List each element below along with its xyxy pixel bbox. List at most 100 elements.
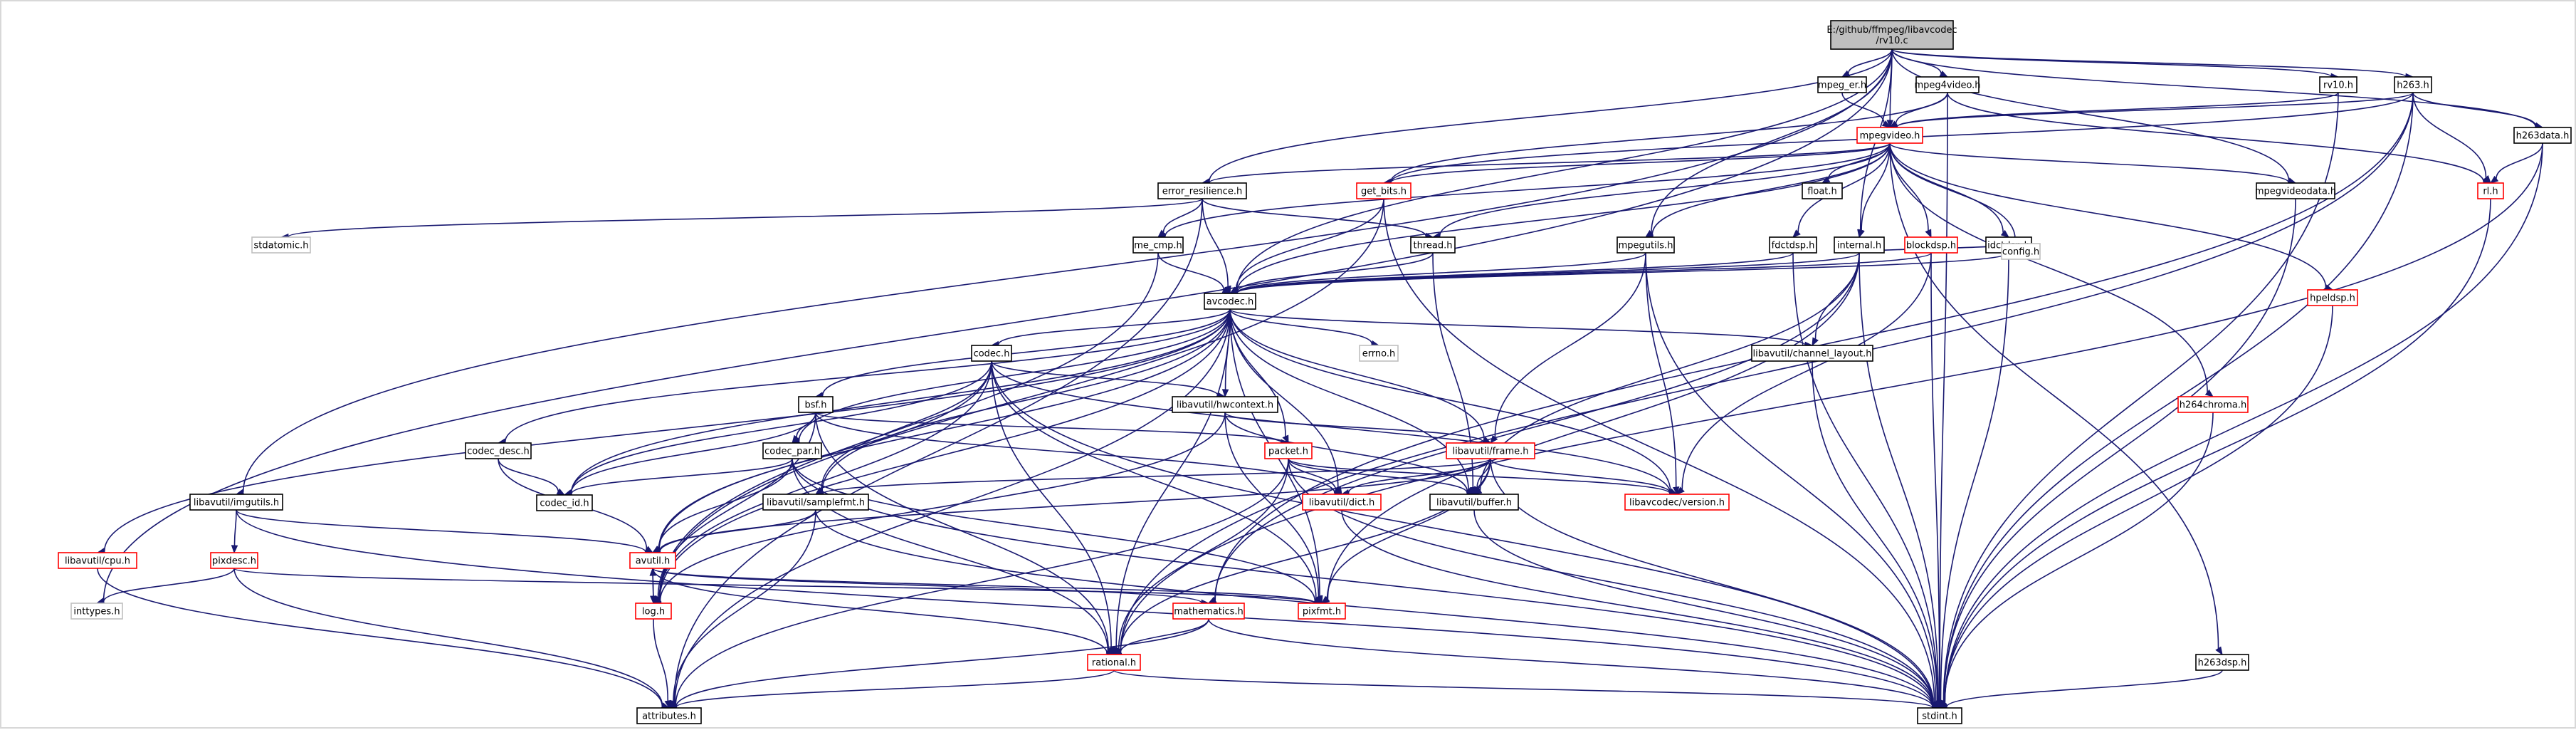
node-label: codec.h — [974, 349, 1010, 360]
node-stdint[interactable]: stdint.h — [1917, 707, 1962, 724]
node-dict[interactable]: libavutil/dict.h — [1302, 494, 1382, 511]
node-h263[interactable]: h263.h — [2394, 76, 2432, 93]
edge-mpegutils-to-version — [1645, 252, 1680, 496]
node-me-cmp[interactable]: me_cmp.h — [1132, 236, 1184, 254]
node-box — [1830, 20, 1954, 50]
edge-line — [658, 458, 793, 549]
node-box — [2195, 654, 2249, 671]
edge-line — [815, 412, 1335, 494]
node-hwcontext[interactable]: libavutil/hwcontext.h — [1172, 396, 1278, 413]
node-packet[interactable]: packet.h — [1264, 442, 1313, 459]
node-config[interactable]: config.h — [2001, 243, 2041, 260]
node-avcodec[interactable]: avcodec.h — [1204, 293, 1256, 310]
node-imgutils[interactable]: libavutil/imgutils.h — [189, 494, 283, 511]
node-box — [70, 603, 123, 620]
node-version[interactable]: libavcodec/version.h — [1624, 494, 1730, 511]
edge-avcodec-to-cpu — [96, 308, 1231, 555]
node-mpegvideodata[interactable]: mpegvideodata.h — [2255, 182, 2336, 199]
edge-arrowhead — [2204, 389, 2214, 397]
node-mathematics[interactable]: mathematics.h — [1172, 603, 1245, 620]
edge-line — [1947, 92, 2484, 182]
edge-line — [1229, 308, 1806, 346]
node-rational[interactable]: rational.h — [1087, 654, 1141, 671]
edge-line — [1209, 142, 1891, 184]
edge-h263-to-mpegvideo — [1888, 92, 2414, 131]
node-box — [798, 396, 834, 413]
node-h264chroma[interactable]: h264chroma.h — [2177, 396, 2249, 413]
node-internal[interactable]: internal.h — [1834, 236, 1885, 254]
node-chlayout[interactable]: libavutil/channel_layout.h — [1751, 345, 1873, 362]
node-bsf[interactable]: bsf.h — [798, 396, 834, 413]
node-thread[interactable]: thread.h — [1410, 236, 1456, 254]
edge-avcodec-to-version — [1229, 308, 1678, 495]
node-root[interactable]: E:/github/ffmpeg/libavcodec/rv10.c — [1826, 20, 1957, 50]
node-mpegutils[interactable]: mpegutils.h — [1616, 236, 1675, 254]
edge-h263-to-stdint — [1939, 92, 2414, 709]
node-box — [1834, 236, 1885, 254]
node-pixdesc[interactable]: pixdesc.h — [210, 552, 258, 569]
node-h263data[interactable]: h263data.h — [2513, 127, 2572, 144]
edge-codec_par-to-rational — [792, 458, 1115, 655]
edge-mpegvideo-to-hpeldsp — [1889, 142, 2334, 291]
node-box — [2256, 182, 2335, 199]
edge-arrowhead — [2215, 646, 2223, 656]
edge-arrowhead — [1672, 486, 1680, 496]
node-frame[interactable]: libavutil/frame.h — [1446, 442, 1535, 459]
node-get-bits[interactable]: get_bits.h — [1356, 182, 1411, 199]
node-rv10h[interactable]: rv10.h — [2319, 76, 2357, 93]
node-codec-par[interactable]: codec_par.h — [762, 442, 822, 459]
edge-line — [652, 568, 1108, 654]
node-mpeg-er[interactable]: mpeg_er.h — [1817, 76, 1867, 93]
edge-internal-to-pixfmt — [1320, 252, 1860, 604]
node-box — [1298, 603, 1346, 620]
node-error-res[interactable]: error_resilience.h — [1157, 182, 1247, 199]
edge-line — [1115, 308, 1231, 648]
node-float[interactable]: float.h — [1802, 182, 1843, 199]
edge-line — [570, 412, 816, 493]
node-fdctdsp[interactable]: fdctdsp.h — [1769, 236, 1817, 254]
edge-line — [991, 360, 1112, 648]
node-rlh[interactable]: rl.h — [2477, 182, 2504, 199]
edge-fdctdsp-to-stdint — [1792, 252, 1941, 709]
edge-h263data-to-rlh — [2489, 142, 2543, 184]
edge-line — [652, 568, 1315, 604]
edge-samplefmt-to-attributes — [668, 509, 816, 709]
node-avutil[interactable]: avutil.h — [629, 552, 676, 569]
node-label: mpeg4video.h — [1914, 80, 1980, 91]
edge-h263data-to-stdint — [1939, 142, 2543, 709]
edge-line — [1236, 48, 1893, 291]
node-label: get_bits.h — [1361, 187, 1407, 197]
node-codec-desc[interactable]: codec_desc.h — [465, 442, 532, 459]
node-h263dsp[interactable]: h263dsp.h — [2195, 654, 2249, 671]
edge-line — [1390, 142, 1891, 183]
node-stdatomic[interactable]: stdatomic.h — [251, 236, 311, 254]
node-blockdsp[interactable]: blockdsp.h — [1904, 236, 1958, 254]
node-hpeldsp[interactable]: hpeldsp.h — [2307, 289, 2358, 306]
node-buffer[interactable]: libavutil/buffer.h — [1429, 494, 1519, 511]
node-attributes[interactable]: attributes.h — [636, 707, 702, 724]
node-samplefmt[interactable]: libavutil/samplefmt.h — [762, 494, 869, 511]
node-codec[interactable]: codec.h — [971, 345, 1012, 362]
edge-line — [815, 412, 1282, 444]
edge-mpeg4video-to-mpegvideo — [1888, 92, 1948, 128]
node-errno[interactable]: errno.h — [1359, 345, 1399, 362]
edge-line — [1202, 198, 1229, 287]
node-label: libavutil/cpu.h — [65, 556, 130, 567]
node-codec-id[interactable]: codec_id.h — [536, 494, 593, 511]
node-inttypes[interactable]: inttypes.h — [70, 603, 123, 620]
node-pixfmt[interactable]: pixfmt.h — [1298, 603, 1346, 620]
edge-mpegvideo-to-mpegvideodata — [1889, 142, 2297, 186]
edge-line — [1229, 308, 1485, 440]
edge-codec_par-to-codec_id — [563, 458, 793, 498]
edge-error_res-to-avcodec — [1202, 198, 1231, 295]
node-box — [1172, 396, 1278, 413]
node-cpu[interactable]: libavutil/cpu.h — [58, 552, 137, 569]
edge-arrowhead — [1881, 120, 1891, 128]
edge-line — [815, 509, 1933, 707]
edge-line — [97, 568, 663, 706]
node-log[interactable]: log.h — [635, 603, 672, 620]
node-label: rational.h — [1092, 658, 1136, 669]
node-mpegvideo[interactable]: mpegvideo.h — [1856, 127, 1923, 144]
node-mpeg4video[interactable]: mpeg4video.h — [1914, 76, 1981, 93]
